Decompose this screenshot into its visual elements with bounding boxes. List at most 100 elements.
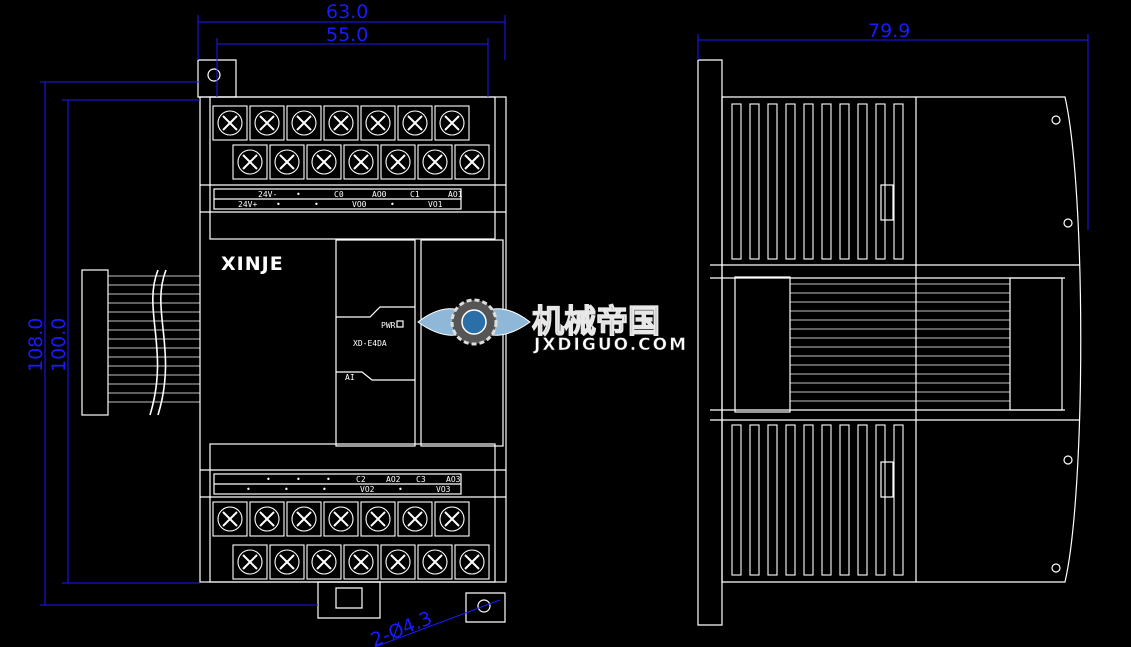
vent-slot (893, 103, 904, 260)
terminal-screw (434, 105, 470, 141)
watermark-url: JXDIGUO.COM (533, 335, 688, 355)
vent-slot (767, 103, 778, 260)
terminal-screw (417, 144, 453, 180)
terminal-label: • (322, 485, 327, 494)
dim-width-inner: 55.0 (326, 24, 368, 46)
terminal-screw (360, 105, 396, 141)
terminal-label: • (314, 200, 319, 209)
terminal-screw (323, 501, 359, 537)
ai-label: AI (345, 373, 355, 382)
terminal-screw (306, 544, 342, 580)
terminal-label: VO3 (436, 485, 451, 494)
terminal-screw (380, 544, 416, 580)
din-rail-edge (697, 59, 723, 626)
pwr-label: PWR (381, 321, 396, 330)
terminal-label: AO3 (446, 475, 461, 484)
vent-slot (749, 103, 760, 260)
watermark-title: 机械帝国 (532, 302, 660, 340)
terminal-label: C3 (416, 475, 426, 484)
terminal-screw (306, 144, 342, 180)
brand-logo: XINJE (221, 253, 284, 275)
mount-ear-bottom (465, 592, 506, 623)
terminal-label: • (246, 485, 251, 494)
cable-connector (81, 269, 109, 416)
din-clip-slot (335, 587, 363, 609)
side-connector (734, 276, 791, 413)
side-housing (721, 96, 1082, 583)
terminal-label: VO0 (352, 200, 367, 209)
dim-depth: 79.9 (868, 20, 910, 42)
terminal-label: • (266, 475, 271, 484)
terminal-screw (269, 544, 305, 580)
vent-slot (839, 103, 850, 260)
terminal-screws (212, 105, 490, 580)
vent-slot (731, 424, 742, 576)
terminal-screw (269, 144, 305, 180)
vent-slot (749, 424, 760, 576)
terminal-label: VO1 (428, 200, 443, 209)
vent-slot (767, 424, 778, 576)
vent-slots (731, 103, 904, 576)
terminal-screw (232, 144, 268, 180)
terminal-screw (212, 105, 248, 141)
mount-hole-top (207, 68, 221, 82)
terminal-label: AO2 (386, 475, 401, 484)
terminal-screw (232, 544, 268, 580)
model-label: XD-E4DA (353, 339, 387, 348)
dim-width-outer: 63.0 (326, 1, 368, 23)
terminal-label: • (390, 200, 395, 209)
terminal-label: • (284, 485, 289, 494)
terminal-screw (397, 501, 433, 537)
terminal-screw (360, 501, 396, 537)
terminal-label: 24V+ (238, 200, 257, 209)
terminal-label: • (276, 200, 281, 209)
side-cover (420, 239, 504, 447)
vent-slot (803, 424, 814, 576)
vent-slot (785, 424, 796, 576)
terminal-screw (343, 544, 379, 580)
terminal-screw (286, 105, 322, 141)
terminal-screw (380, 144, 416, 180)
side-view (697, 59, 1082, 626)
vent-slot (839, 424, 850, 576)
vent-slot (821, 103, 832, 260)
terminal-label: 24V- (258, 190, 277, 199)
side-cable-end (1009, 277, 1063, 411)
terminal-screw (212, 501, 248, 537)
terminal-label: C1 (410, 190, 420, 199)
front-view (81, 59, 507, 623)
vent-slot (731, 103, 742, 260)
mount-hole-bottom (477, 599, 491, 613)
terminal-screw (417, 544, 453, 580)
terminal-label: • (326, 475, 331, 484)
vent-slot (803, 103, 814, 260)
dim-height-inner: 100.0 (48, 318, 70, 372)
terminal-screw (323, 105, 359, 141)
vent-slot (875, 424, 886, 576)
terminal-label: • (398, 485, 403, 494)
terminal-screw (397, 105, 433, 141)
dimension-lines (40, 15, 1089, 647)
terminal-label: • (296, 190, 301, 199)
dim-hole: 2-Ø4.3 (368, 607, 436, 647)
terminal-label: AO0 (372, 190, 387, 199)
vent-slot (785, 103, 796, 260)
terminal-screw (249, 501, 285, 537)
bottom-terminal-block (209, 443, 496, 583)
dim-height-outer: 108.0 (25, 318, 47, 372)
vent-slot (875, 103, 886, 260)
terminal-screw (454, 144, 490, 180)
terminal-label: • (296, 475, 301, 484)
vent-slot (857, 424, 868, 576)
vent-slot (893, 424, 904, 576)
terminal-screw (286, 501, 322, 537)
terminal-label: C2 (356, 475, 366, 484)
terminal-screw (434, 501, 470, 537)
terminal-screw (249, 105, 285, 141)
status-window (335, 239, 416, 447)
pwr-led (396, 320, 404, 328)
terminal-label: VO2 (360, 485, 375, 494)
top-terminal-block (209, 96, 496, 240)
terminal-label: AO1 (448, 190, 463, 199)
